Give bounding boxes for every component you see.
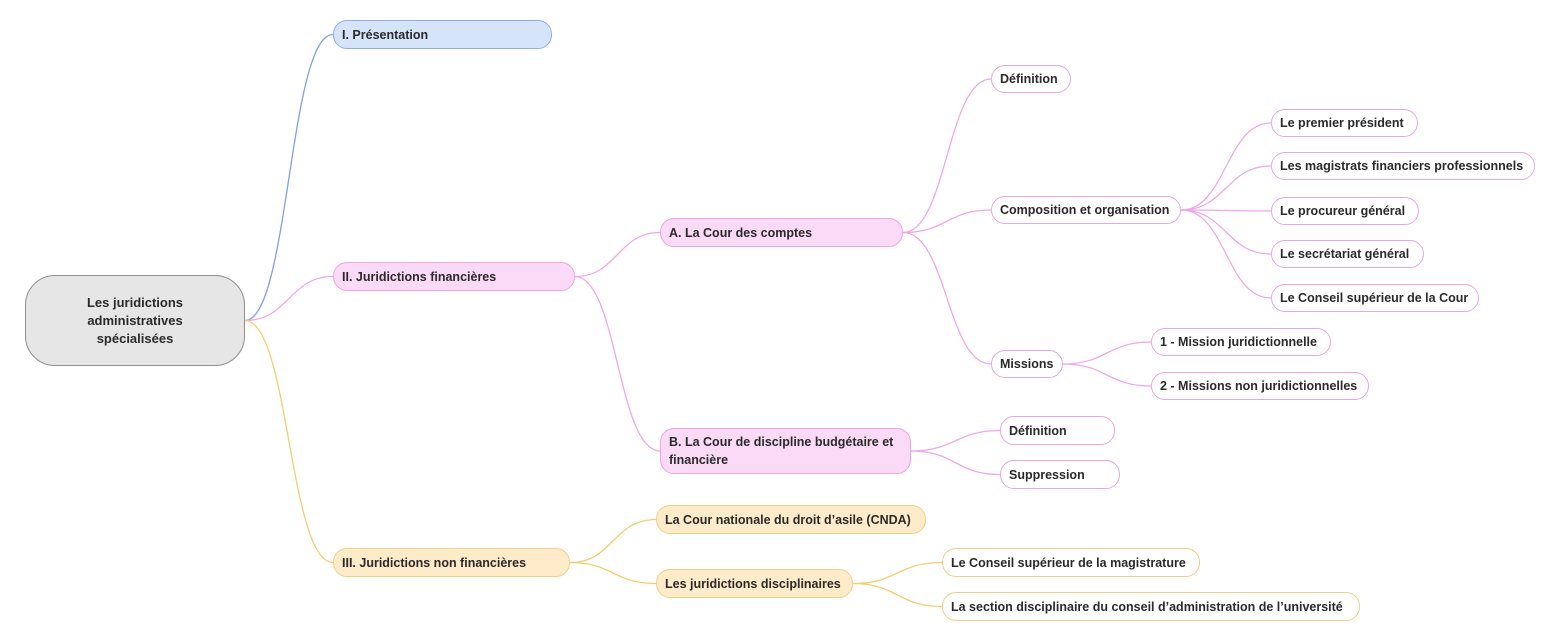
connector-line <box>852 582 943 608</box>
topic-juridictions-financieres[interactable]: II. Juridictions financières <box>333 262 575 291</box>
topic-secretariat-general[interactable]: Le secrétariat général <box>1271 240 1424 268</box>
connector-line <box>902 231 992 365</box>
connector-line <box>1180 209 1272 255</box>
connector-line <box>574 231 661 278</box>
topic-conseil-superieur-magistrature[interactable]: Le Conseil supérieur de la magistrature <box>942 548 1200 577</box>
topic-magistrats-financiers[interactable]: Les magistrats financiers professionnels <box>1271 152 1535 180</box>
topic-cour-discipline-budgetaire[interactable]: B. La Cour de discipline budgétaire et f… <box>660 428 911 474</box>
connector-line <box>910 450 1001 476</box>
connector-line <box>1180 165 1272 211</box>
connector-line <box>902 209 992 234</box>
connector-line <box>1180 209 1272 212</box>
topic-missions[interactable]: Missions <box>991 350 1063 378</box>
connector-line <box>244 319 334 564</box>
topic-premier-president[interactable]: Le premier président <box>1271 109 1418 137</box>
connector-line <box>569 518 657 564</box>
topic-conseil-superieur-cour[interactable]: Le Conseil supérieur de la Cour <box>1271 284 1479 312</box>
connector-line <box>244 33 334 322</box>
connector-line <box>244 275 334 322</box>
connector-line <box>910 429 1001 452</box>
connector-line <box>574 275 661 452</box>
topic-composition[interactable]: Composition et organisation <box>991 196 1181 224</box>
connector-line <box>852 561 943 585</box>
topic-cnda[interactable]: La Cour nationale du droit d’asile (CNDA… <box>656 505 926 534</box>
root-topic[interactable]: Les juridictions administratives spécial… <box>25 275 245 366</box>
topic-procureur-general[interactable]: Le procureur général <box>1271 197 1419 225</box>
connector-line <box>1062 341 1152 365</box>
topic-cour-des-comptes[interactable]: A. La Cour des comptes <box>660 218 903 247</box>
topic-definition[interactable]: Définition <box>991 65 1071 93</box>
topic-section-disciplinaire-universite[interactable]: La section disciplinaire du conseil d’ad… <box>942 592 1360 621</box>
connector-line <box>569 561 657 585</box>
topic-cdbf-definition[interactable]: Définition <box>1000 416 1115 445</box>
topic-cdbf-suppression[interactable]: Suppression <box>1000 460 1120 489</box>
topic-mission-juridictionnelle[interactable]: 1 - Mission juridictionnelle <box>1151 328 1331 356</box>
connector-line <box>1062 363 1152 387</box>
connector-line <box>1180 122 1272 211</box>
connector-line <box>1180 209 1272 299</box>
topic-juridictions-non-financieres[interactable]: III. Juridictions non financières <box>333 548 570 577</box>
topic-juridictions-disciplinaires[interactable]: Les juridictions disciplinaires <box>656 569 853 598</box>
topic-missions-non-juridictionnelles[interactable]: 2 - Missions non juridictionnelles <box>1151 372 1369 400</box>
connector-line <box>902 78 992 234</box>
topic-presentation[interactable]: I. Présentation <box>333 20 552 49</box>
